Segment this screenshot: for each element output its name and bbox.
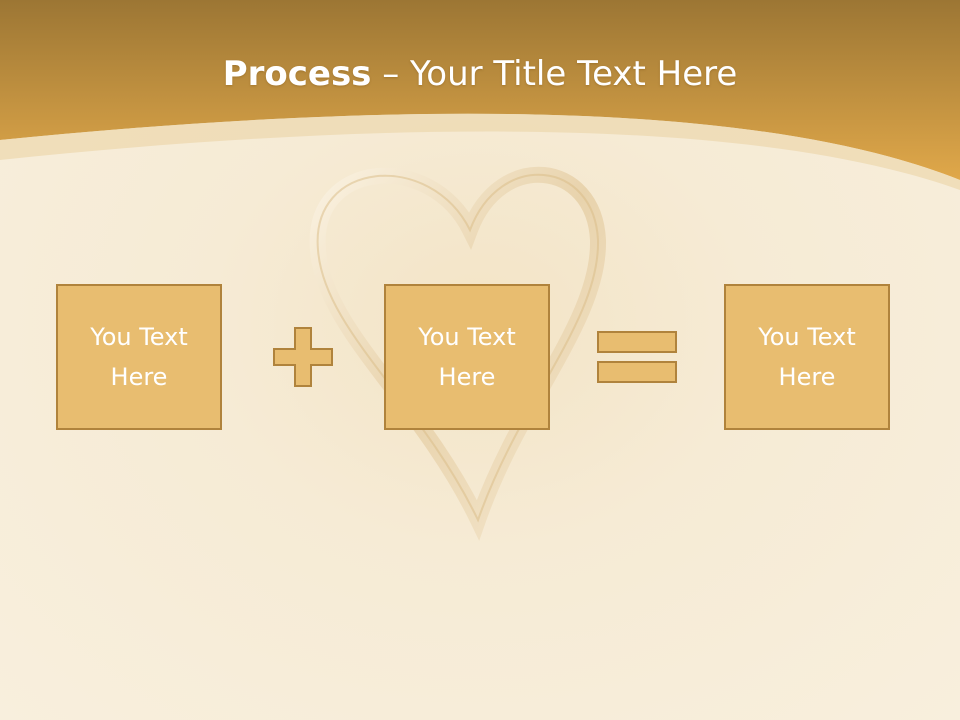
header-banner (0, 0, 960, 190)
page-title: Process – Your Title Text Here (0, 52, 960, 96)
process-step-3[interactable]: You Text Here (724, 284, 890, 430)
equals-icon (597, 331, 677, 383)
title-bold-part: Process (222, 54, 372, 94)
process-step-label: You Text Here (758, 323, 856, 391)
process-step-1[interactable]: You Text Here (56, 284, 222, 430)
process-step-label: You Text Here (418, 323, 516, 391)
plus-icon (273, 327, 333, 387)
title-rest-part: – Your Title Text Here (371, 54, 738, 94)
process-step-2[interactable]: You Text Here (384, 284, 550, 430)
process-step-label: You Text Here (90, 323, 188, 391)
